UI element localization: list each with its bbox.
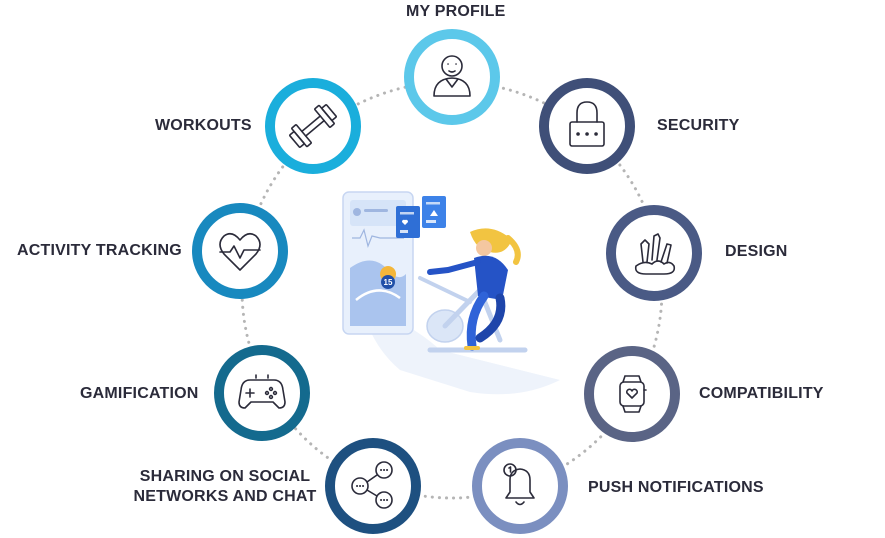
label-my-profile: MY PROFILE [406,3,506,20]
label-workouts: WORKOUTS [155,117,252,134]
label-sharing-line2: NETWORKS AND CHAT [133,488,317,505]
my-profile-circle [404,29,500,125]
label-compatibility: COMPATIBILITY [699,385,824,402]
workouts-circle [265,78,361,174]
user-icon [433,55,471,97]
feature-security[interactable] [539,78,635,174]
feature-compatibility[interactable] [584,346,680,442]
label-gamification: GAMIFICATION [80,385,199,402]
dumbbell-icon [289,104,337,148]
feature-push-notifications[interactable] [472,438,568,534]
feature-design[interactable] [606,205,702,301]
cyclist-with-phone-illustration: 15 [342,191,560,395]
sharing-circle [325,438,421,534]
security-circle [539,78,635,174]
push-notifications-circle [472,438,568,534]
feature-activity-tracking[interactable] [192,203,288,299]
label-security: SECURITY [657,117,740,134]
label-activity-tracking: ACTIVITY TRACKING [17,242,182,259]
bell-icon [503,463,535,506]
label-sharing: SHARING ON SOCIAL NETWORKS AND CHAT [130,467,320,507]
label-design: DESIGN [725,243,788,260]
design-circle [606,205,702,301]
activity-tracking-circle [192,203,288,299]
label-push-notifications: PUSH NOTIFICATIONS [588,479,764,496]
label-sharing-line1: SHARING ON SOCIAL [139,468,311,485]
feature-my-profile[interactable] [404,29,500,125]
feature-sharing[interactable] [325,438,421,534]
map-marker-number: 15 [384,278,393,287]
gamepad-icon [238,374,286,409]
lock-icon [569,101,605,147]
rider-illustration [427,228,521,351]
share-icon [351,461,393,509]
compatibility-circle [584,346,680,442]
feature-workouts[interactable] [265,78,361,174]
feature-gamification[interactable] [214,345,310,441]
gamification-circle [214,345,310,441]
smartwatch-icon [619,375,647,413]
heart-pulse-icon [219,232,261,271]
design-tools-icon [634,233,676,275]
